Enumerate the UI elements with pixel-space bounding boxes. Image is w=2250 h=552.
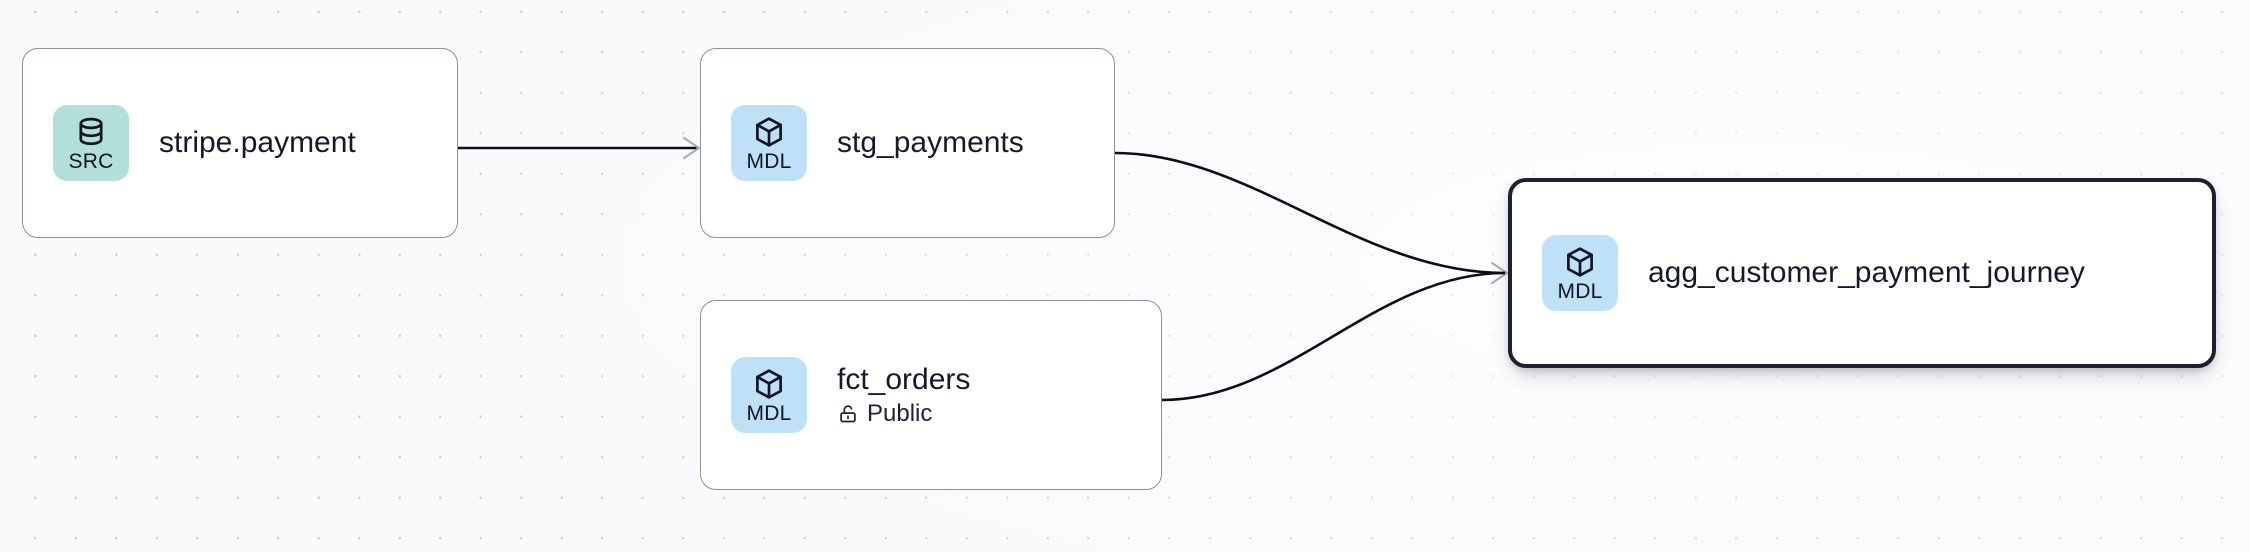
node-visibility-label: Public bbox=[867, 400, 933, 428]
node-fct-orders[interactable]: MDL fct_orders Public bbox=[700, 300, 1162, 490]
badge-src: SRC bbox=[53, 105, 129, 181]
cube-icon bbox=[1567, 246, 1593, 277]
cube-icon bbox=[756, 116, 782, 147]
node-title: fct_orders bbox=[837, 362, 971, 396]
node-title: stripe.payment bbox=[159, 126, 356, 160]
edge-stg-to-agg[interactable] bbox=[1114, 151, 1509, 285]
edge-stripe-to-stg[interactable] bbox=[458, 136, 701, 160]
node-title: agg_customer_payment_journey bbox=[1648, 256, 2085, 290]
node-body: agg_customer_payment_journey bbox=[1648, 257, 2085, 289]
database-icon bbox=[79, 117, 103, 145]
node-visibility: Public bbox=[837, 401, 970, 426]
node-stg-payments[interactable]: MDL stg_payments bbox=[700, 48, 1115, 238]
badge-mdl-label: MDL bbox=[1557, 279, 1603, 303]
badge-mdl-label: MDL bbox=[746, 401, 792, 425]
edge-fct-to-agg[interactable] bbox=[1161, 271, 1506, 402]
badge-mdl-label: MDL bbox=[746, 149, 792, 173]
badge-src-label: SRC bbox=[68, 149, 114, 173]
node-agg-customer-payment-journey[interactable]: MDL agg_customer_payment_journey bbox=[1508, 178, 2216, 368]
node-stripe-payment[interactable]: SRC stripe.payment bbox=[22, 48, 458, 238]
unlock-icon bbox=[840, 405, 856, 423]
badge-mdl: MDL bbox=[731, 105, 807, 181]
badge-mdl: MDL bbox=[1542, 235, 1618, 311]
node-body: stg_payments bbox=[837, 127, 1024, 159]
node-body: stripe.payment bbox=[159, 127, 356, 159]
node-title: stg_payments bbox=[837, 126, 1024, 160]
cube-icon bbox=[756, 368, 782, 399]
node-body: fct_orders Public bbox=[837, 364, 970, 427]
badge-mdl: MDL bbox=[731, 357, 807, 433]
